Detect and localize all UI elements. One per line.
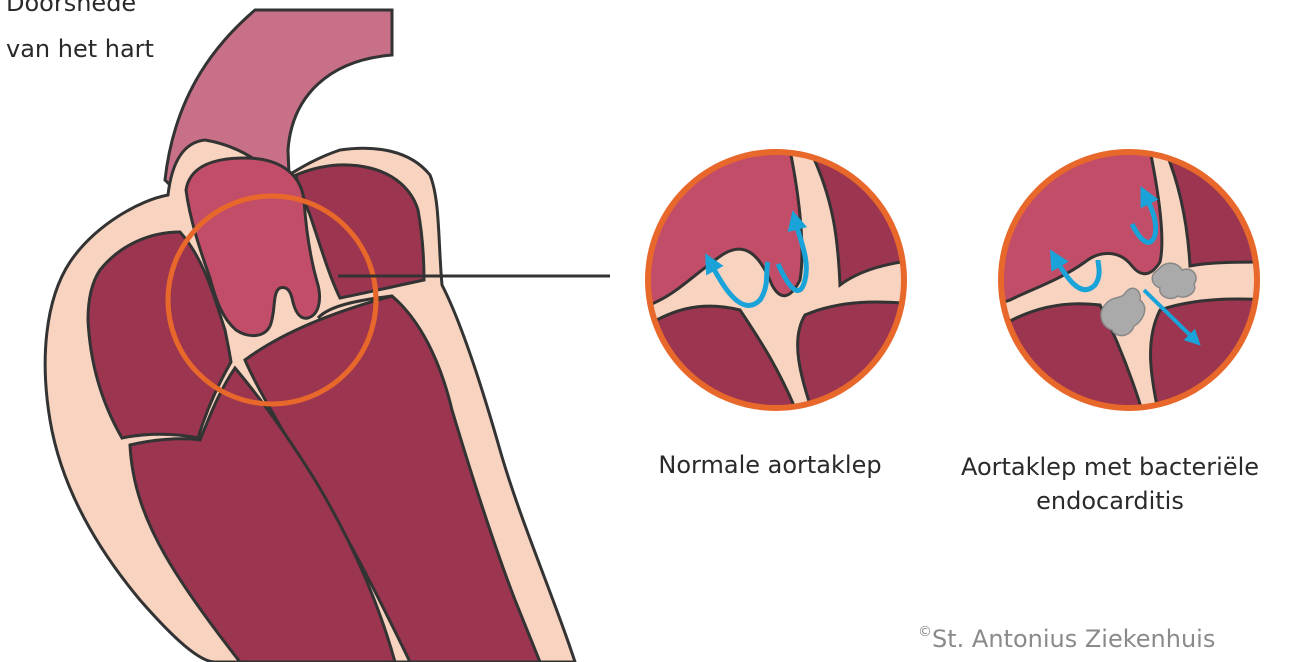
caption-normal-valve: Normale aortaklep — [640, 450, 900, 480]
title-line-1: Doorsnede — [6, 0, 136, 18]
caption-endocarditis: Aortaklep met bacteriële endocarditis — [945, 450, 1275, 518]
title-line-2: van het hart — [6, 34, 154, 64]
copyright-symbol: © — [918, 624, 932, 640]
zoom-endocarditis-valve — [995, 140, 1275, 420]
heart-cross-section — [45, 10, 610, 662]
copyright-text: St. Antonius Ziekenhuis — [932, 625, 1215, 653]
caption-endocarditis-line-2: endocarditis — [945, 484, 1275, 518]
copyright-notice: ©St. Antonius Ziekenhuis — [918, 624, 1215, 654]
caption-endocarditis-line-1: Aortaklep met bacteriële — [945, 450, 1275, 484]
zoom-normal-valve — [640, 140, 920, 420]
